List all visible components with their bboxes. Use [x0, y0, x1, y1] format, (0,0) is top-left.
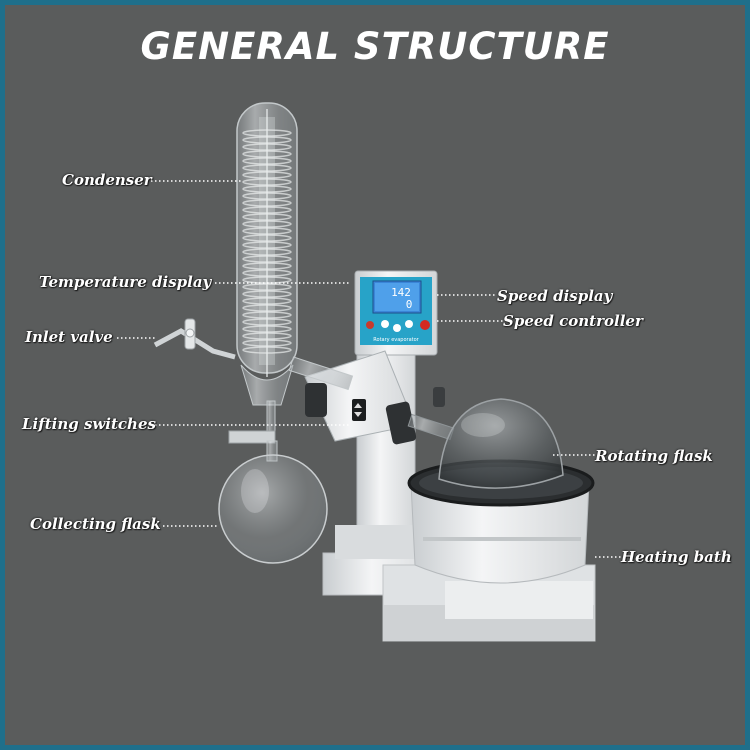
condenser-coil-ring — [242, 311, 292, 319]
condenser-coil-ring — [242, 220, 292, 228]
condenser-coil-ring — [242, 192, 292, 200]
condenser-coil-ring — [242, 213, 292, 221]
rotary-evaporator-illustration: 142 0 Rotary evaporator — [117, 102, 621, 642]
condenser-coil-ring — [242, 339, 292, 347]
condenser-coil-ring — [242, 206, 292, 214]
condenser-coil-ring — [242, 185, 292, 193]
label-inlet-valve: Inlet valve — [25, 328, 113, 346]
condenser-coil-ring — [242, 234, 292, 242]
flask-clamp — [228, 430, 276, 444]
condenser-coil-ring — [242, 297, 292, 305]
label-condenser: Condenser — [62, 171, 152, 189]
condenser-coil-ring — [242, 346, 292, 354]
condenser-coil-ring — [242, 332, 292, 340]
condenser-coil-ring — [242, 199, 292, 207]
inlet-valve — [153, 318, 236, 360]
condenser-coil-ring — [242, 248, 292, 256]
label-speed-display: Speed display — [497, 287, 613, 305]
condenser-coil-ring — [242, 241, 292, 249]
label-lifting-switches: Lifting switches — [22, 415, 156, 433]
condenser-coil-ring — [242, 178, 292, 186]
label-temperature-display: Temperature display — [39, 273, 212, 291]
condenser-tube — [236, 102, 354, 442]
collecting-flask — [218, 440, 328, 564]
control-box — [354, 270, 438, 356]
condenser-coil-ring — [242, 262, 292, 270]
display-reading-line2: 0 — [406, 298, 413, 311]
condenser-coil-ring — [242, 325, 292, 333]
page-title: GENERAL STRUCTURE — [140, 25, 610, 68]
label-rotating-flask: Rotating flask — [595, 447, 713, 465]
condenser-coil-ring — [242, 255, 292, 263]
condenser-coil-ring — [242, 164, 292, 172]
diagram-frame: GENERAL STRUCTURE — [5, 5, 745, 745]
condenser-coil-ring — [242, 269, 292, 277]
rotation-motor — [304, 350, 455, 445]
label-collecting-flask: Collecting flask — [30, 515, 161, 533]
condenser-coil-ring — [242, 290, 292, 298]
condenser-coil-ring — [242, 150, 292, 158]
label-heating-bath: Heating bath — [621, 548, 732, 566]
rotating-flask — [438, 398, 564, 489]
condenser-coil-ring — [242, 136, 292, 144]
condenser-coil-ring — [242, 143, 292, 151]
panel-caption: Rotary evaporator — [373, 337, 419, 343]
condenser-coil-ring — [242, 318, 292, 326]
display-reading-line1: 142 — [391, 286, 411, 299]
leader-lines — [117, 180, 621, 558]
condenser-coil-ring — [242, 157, 292, 165]
condenser-coil-ring — [242, 304, 292, 312]
condenser-coil-ring — [242, 283, 292, 291]
condenser-coil-ring — [242, 171, 292, 179]
condenser-coil-ring — [242, 227, 292, 235]
label-speed-controller: Speed controller — [503, 312, 643, 330]
condenser-coil-ring — [242, 129, 292, 137]
